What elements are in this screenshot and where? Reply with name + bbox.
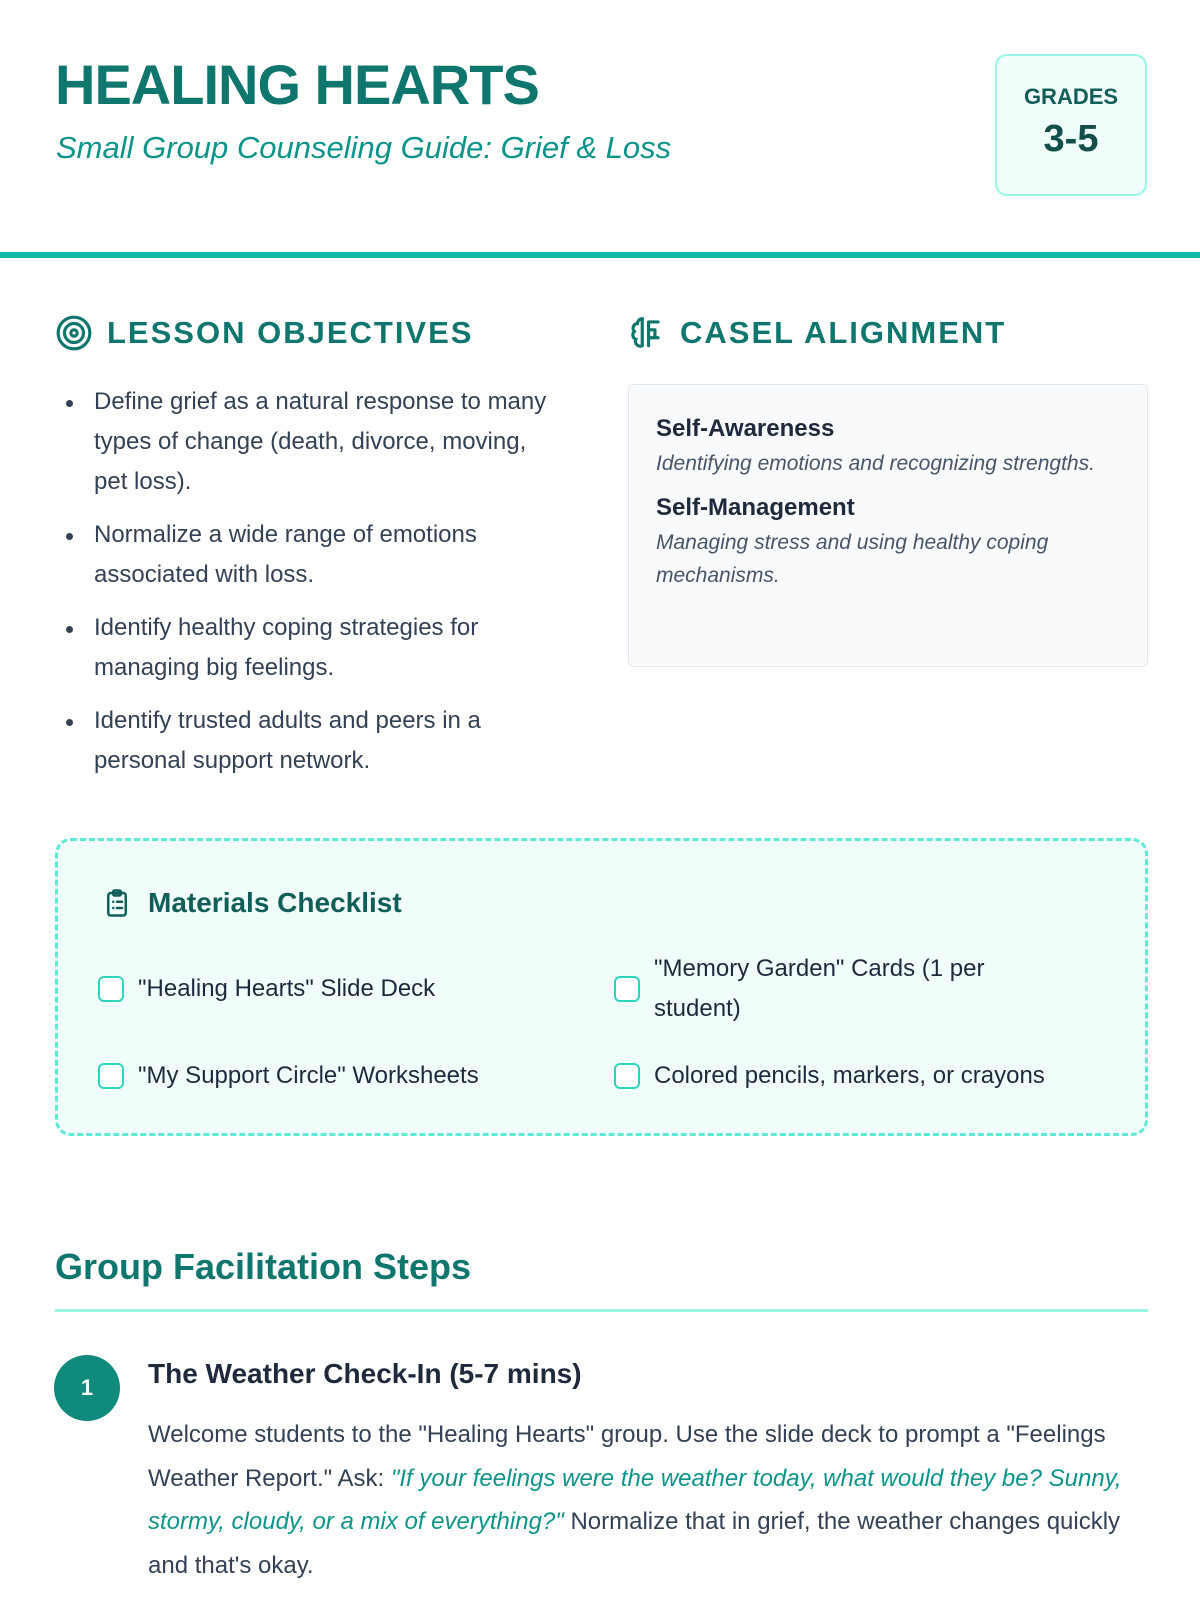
materials-heading: Materials Checklist [102,887,402,919]
list-item: Identify healthy coping strategies for m… [64,608,554,688]
page-subtitle: Small Group Counseling Guide: Grief & Lo… [56,130,672,165]
casel-heading: CASEL ALIGNMENT [628,314,1006,352]
objectives-heading-text: LESSON OBJECTIVES [107,315,474,350]
step-title: The Weather Check-In (5-7 mins) [148,1358,582,1389]
casel-item-desc: Managing stress and using healthy coping… [656,531,1049,587]
list-item: Normalize a wide range of emotions assoc… [64,515,554,595]
checklist-item[interactable]: "Memory Garden" Cards (1 per student) [614,949,1074,1029]
step-text: Normalize that in grief, the weather cha… [148,1508,1121,1579]
header: HEALING HEARTS Small Group Counseling Gu… [0,0,1200,258]
checkbox[interactable] [614,1063,640,1089]
casel-card: Self-Awareness Identifying emotions and … [628,384,1148,667]
checklist-item[interactable]: Colored pencils, markers, or crayons [614,1056,1045,1096]
step-body: Welcome students to the "Healing Hearts"… [148,1413,1128,1587]
checkbox[interactable] [98,1063,124,1089]
checkbox[interactable] [98,976,124,1002]
materials-heading-text: Materials Checklist [148,887,402,918]
step-number-badge: 1 [54,1355,120,1421]
brain-icon [631,317,660,348]
step-text: Welcome students to the "Healing Hearts"… [148,1421,1106,1492]
materials-checklist: Materials Checklist "Healing Hearts" Sli… [55,838,1148,1136]
objectives-list: Define grief as a natural response to ma… [64,382,554,794]
target-icon [56,315,92,351]
casel-item-name: Self-Awareness [656,415,835,442]
checklist-item-label: Colored pencils, markers, or crayons [654,1062,1045,1089]
checklist-item[interactable]: "Healing Hearts" Slide Deck [98,969,435,1009]
clipboard-list-icon [107,889,127,917]
grades-label: GRADES [1023,84,1119,109]
grades-value: 3-5 [1043,118,1099,160]
page-title: HEALING HEARTS [55,53,540,116]
casel-heading-text: CASEL ALIGNMENT [680,315,1007,350]
checklist-item-label: "My Support Circle" Worksheets [138,1062,479,1089]
casel-item-desc: Identifying emotions and recognizing str… [656,452,1095,475]
divider [55,1309,1148,1312]
step-quote: "If your feelings were the weather today… [148,1464,1122,1536]
checklist-item-label: "Memory Garden" Cards (1 per student) [654,955,985,1022]
grades-badge: GRADES 3-5 [995,54,1147,196]
checklist-item[interactable]: "My Support Circle" Worksheets [98,1056,479,1096]
list-item: Define grief as a natural response to ma… [64,382,554,502]
checklist-item-label: "Healing Hearts" Slide Deck [138,975,436,1002]
objectives-heading: LESSON OBJECTIVES [55,314,473,352]
steps-heading: Group Facilitation Steps [55,1246,472,1287]
checkbox[interactable] [614,976,640,1002]
list-item: Identify trusted adults and peers in a p… [64,701,554,781]
casel-item-name: Self-Management [656,494,855,521]
